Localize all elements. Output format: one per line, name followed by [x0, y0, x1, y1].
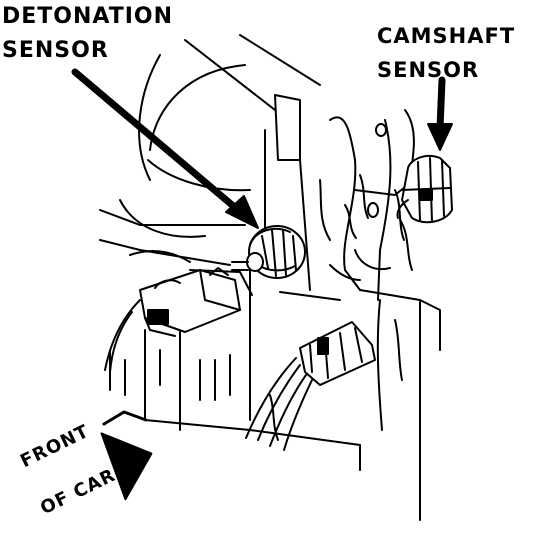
detonation-arrow-icon — [71, 68, 259, 229]
detonation-sensor-label: DETONATION — [2, 4, 174, 29]
engine-housing — [99, 34, 321, 238]
camshaft-sensor-label: CAMSHAFT — [377, 24, 516, 48]
harness-connector-left — [104, 267, 241, 373]
camshaft-sensor-label-2: SENSOR — [377, 58, 480, 82]
camshaft-sensor-body — [396, 154, 453, 224]
front-arrow-icon — [100, 410, 153, 501]
camshaft-arrow-icon — [427, 76, 453, 151]
detonation-sensor-body — [231, 225, 306, 279]
detonation-sensor-label-2: SENSOR — [2, 38, 109, 63]
harness-connector-right — [245, 321, 376, 451]
